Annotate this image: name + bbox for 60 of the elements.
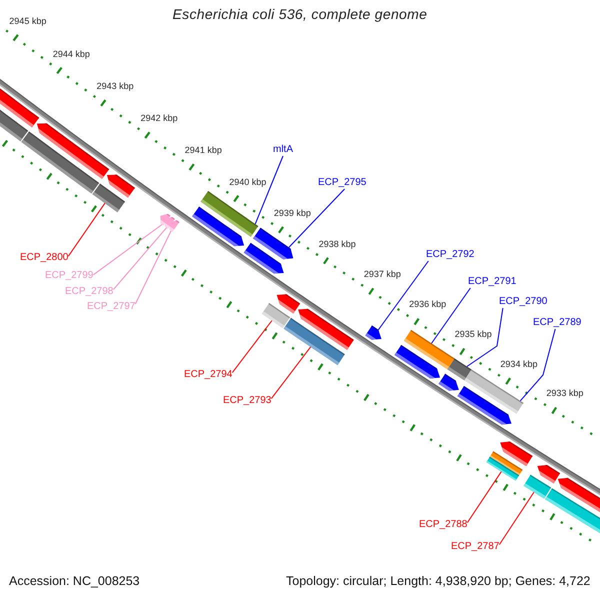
feature-bar bbox=[0, 110, 28, 142]
leader-line bbox=[270, 346, 312, 400]
leader-line bbox=[431, 288, 471, 344]
scale-label: 2941 kbp bbox=[184, 145, 222, 156]
gene-label: ECP_2791 bbox=[468, 276, 516, 288]
scale-label: 2943 kbp bbox=[96, 81, 134, 92]
leader-line bbox=[466, 471, 502, 524]
gene-label: ECP_2787 bbox=[451, 541, 500, 553]
feature-bar bbox=[545, 488, 600, 534]
scale-label: 2936 kbp bbox=[409, 299, 446, 310]
scale-label: 2945 kbp bbox=[9, 16, 46, 28]
gene-block bbox=[192, 206, 244, 246]
gene-label: ECP_2793 bbox=[223, 395, 272, 407]
gene-block bbox=[244, 242, 284, 274]
leader-line bbox=[466, 308, 504, 367]
gene-block bbox=[365, 326, 382, 340]
gene-label: ECP_2789 bbox=[533, 317, 582, 329]
map-title: Escherichia coli 536, complete genome bbox=[172, 6, 428, 23]
leader-line bbox=[378, 260, 429, 330]
leader-line bbox=[134, 230, 172, 304]
gene-label: ECP_2792 bbox=[426, 249, 474, 261]
genome-stats-text: Topology: circular; Length: 4,938,920 bp; Genes: 4,722 bbox=[286, 574, 590, 589]
gene-block bbox=[298, 308, 354, 350]
gene-block bbox=[36, 123, 110, 179]
gene-block bbox=[457, 386, 512, 425]
gene-label: ECP_2797 bbox=[87, 301, 136, 313]
gene-label: mltA bbox=[273, 144, 293, 156]
gene-label: ECP_2794 bbox=[184, 369, 232, 381]
gene-label: ECP_2800 bbox=[20, 252, 68, 264]
scale-label: 2939 kbp bbox=[274, 208, 311, 219]
gene-block bbox=[500, 442, 533, 466]
gene-block bbox=[438, 374, 459, 391]
gene-block bbox=[106, 174, 135, 198]
leader-line bbox=[520, 328, 556, 402]
leader-line bbox=[232, 320, 272, 374]
feature-bar bbox=[486, 456, 520, 481]
gene-label: ECP_2798 bbox=[65, 286, 114, 298]
gene-block bbox=[537, 465, 560, 484]
gene-block bbox=[394, 344, 440, 378]
gene-label: ECP_2795 bbox=[318, 177, 366, 189]
leader-line bbox=[112, 227, 168, 290]
leader-line bbox=[68, 202, 106, 257]
gene-block bbox=[276, 294, 300, 314]
gene-label: ECP_2799 bbox=[45, 270, 94, 282]
scale-label: 2938 kbp bbox=[318, 238, 356, 250]
scale-label: 2935 kbp bbox=[454, 329, 492, 340]
accession-text: Accession: NC_008253 bbox=[9, 574, 140, 589]
gene-block bbox=[169, 220, 180, 232]
scale-label: 2940 kbp bbox=[229, 176, 266, 188]
leader-line bbox=[254, 156, 284, 225]
scale-label: 2942 kbp bbox=[140, 113, 178, 124]
gene-label: ECP_2790 bbox=[499, 296, 548, 308]
leader-line bbox=[92, 224, 163, 276]
scale-label: 2933 kbp bbox=[546, 388, 584, 400]
gene-label: ECP_2788 bbox=[419, 519, 468, 531]
scale-label: 2944 kbp bbox=[52, 48, 90, 60]
leader-line bbox=[288, 188, 346, 248]
scale-label: 2937 kbp bbox=[364, 269, 401, 280]
scale-label: 2934 kbp bbox=[500, 358, 538, 370]
leader-line bbox=[498, 492, 534, 546]
